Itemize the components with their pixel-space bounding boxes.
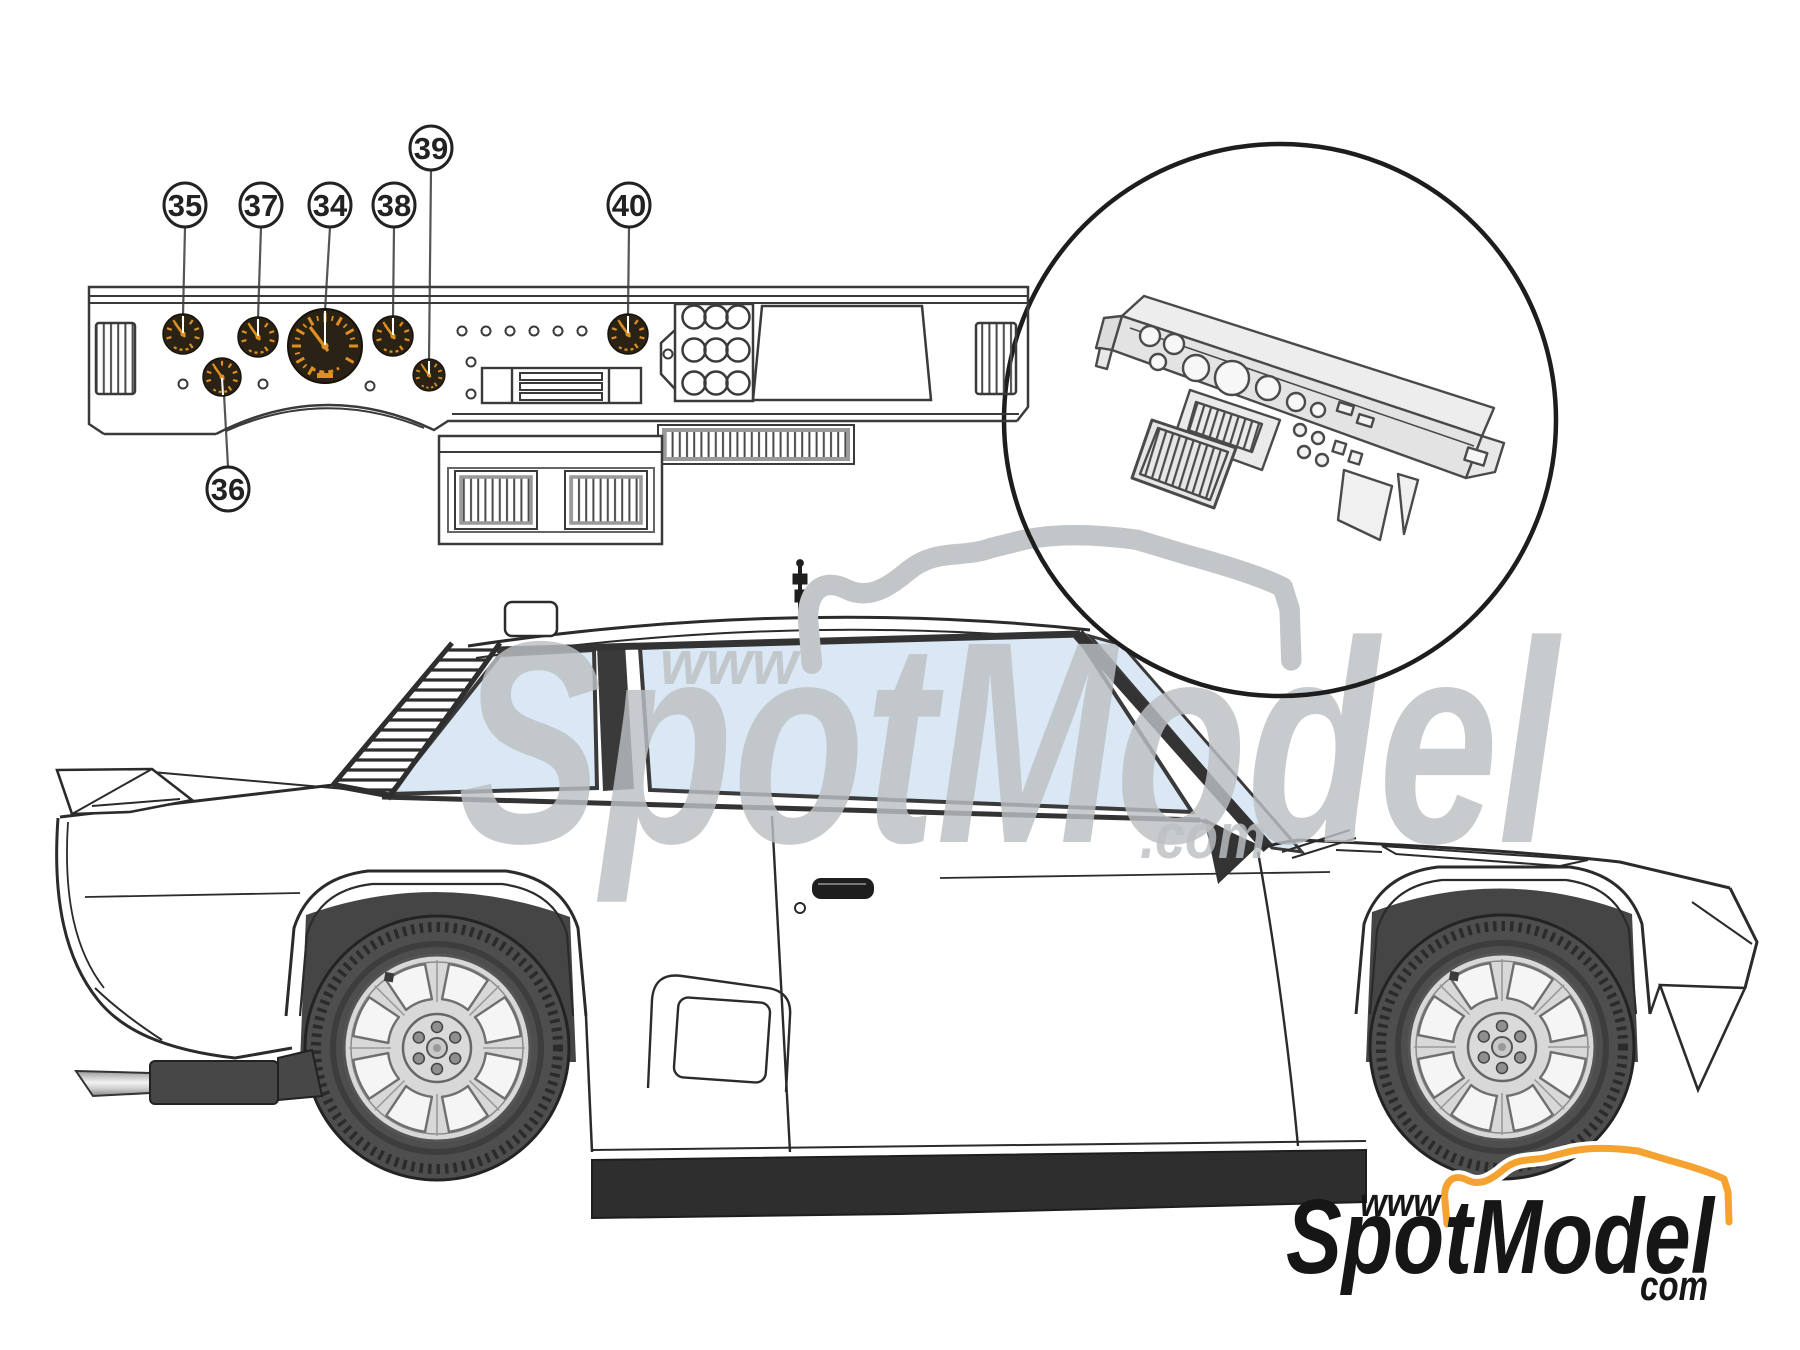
callout-38-label: 38 [377, 188, 411, 223]
watermark-www: www [660, 629, 802, 698]
left-speaker-vent [94, 321, 137, 396]
watermark: www SpotModel .com [458, 582, 1562, 905]
front-wheel [1370, 915, 1634, 1179]
b-pillar [597, 644, 634, 791]
callout-37-circle [238, 181, 284, 229]
radio [480, 366, 643, 405]
glovebox [751, 304, 933, 402]
dashboard-diagram: 35 37 34 38 39 40 36 [87, 124, 1030, 546]
door-details [646, 815, 1300, 1153]
leader-tips [182, 311, 629, 396]
rear-wheel [305, 916, 569, 1180]
heater-grille [657, 424, 855, 465]
rear-end [55, 771, 346, 1060]
quarter-scoop [646, 974, 792, 1093]
front-end [84, 828, 1759, 1094]
callout-37-label: 37 [244, 188, 278, 223]
window-top-frame [496, 630, 1081, 654]
right-speaker-vent [974, 321, 1018, 396]
callout-35-circle [162, 181, 208, 229]
callout-39-circle [408, 124, 454, 172]
keyhole [794, 902, 806, 914]
a-pillar [1073, 630, 1273, 852]
callout-36-circle [205, 465, 251, 513]
panel-holes [177, 325, 588, 400]
spotmodel-logo: www SpotModel com [1286, 1148, 1729, 1309]
callout-36-label: 36 [211, 472, 245, 507]
logo-www: www [1360, 1181, 1442, 1225]
exhaust [74, 1048, 324, 1105]
switch-grid [659, 302, 755, 403]
sill-top-line [591, 1140, 1367, 1151]
dash-panel-outline [87, 285, 1030, 436]
beltline-trim [381, 794, 1201, 823]
inset-dashboard-3d [1094, 294, 1506, 542]
callout-34-circle [307, 181, 353, 229]
callout-40-circle [606, 181, 652, 229]
rear-spoiler [55, 767, 196, 816]
callout-38-circle [371, 181, 417, 229]
callout-39-label: 39 [414, 131, 448, 166]
center-console [437, 434, 664, 546]
black-sill [591, 1148, 1367, 1220]
windows [381, 630, 1306, 855]
callout-40-label: 40 [612, 188, 646, 223]
callouts: 35 37 34 38 39 40 36 [162, 124, 652, 513]
callout-34-label: 34 [313, 188, 348, 223]
side-mirror [1204, 818, 1258, 884]
watermark-suffix: .com [1140, 800, 1266, 872]
fender-flares [284, 865, 1652, 1017]
muffler [149, 1060, 279, 1105]
logo-brand: SpotModel [1286, 1178, 1716, 1296]
car-side-view [52, 559, 1759, 1220]
logo-tld: com [1640, 1262, 1708, 1309]
watermark-brand: SpotModel [458, 582, 1562, 905]
body-edge [584, 1015, 594, 1153]
callout-35-label: 35 [168, 188, 202, 223]
roof-mirror-box [503, 600, 559, 638]
